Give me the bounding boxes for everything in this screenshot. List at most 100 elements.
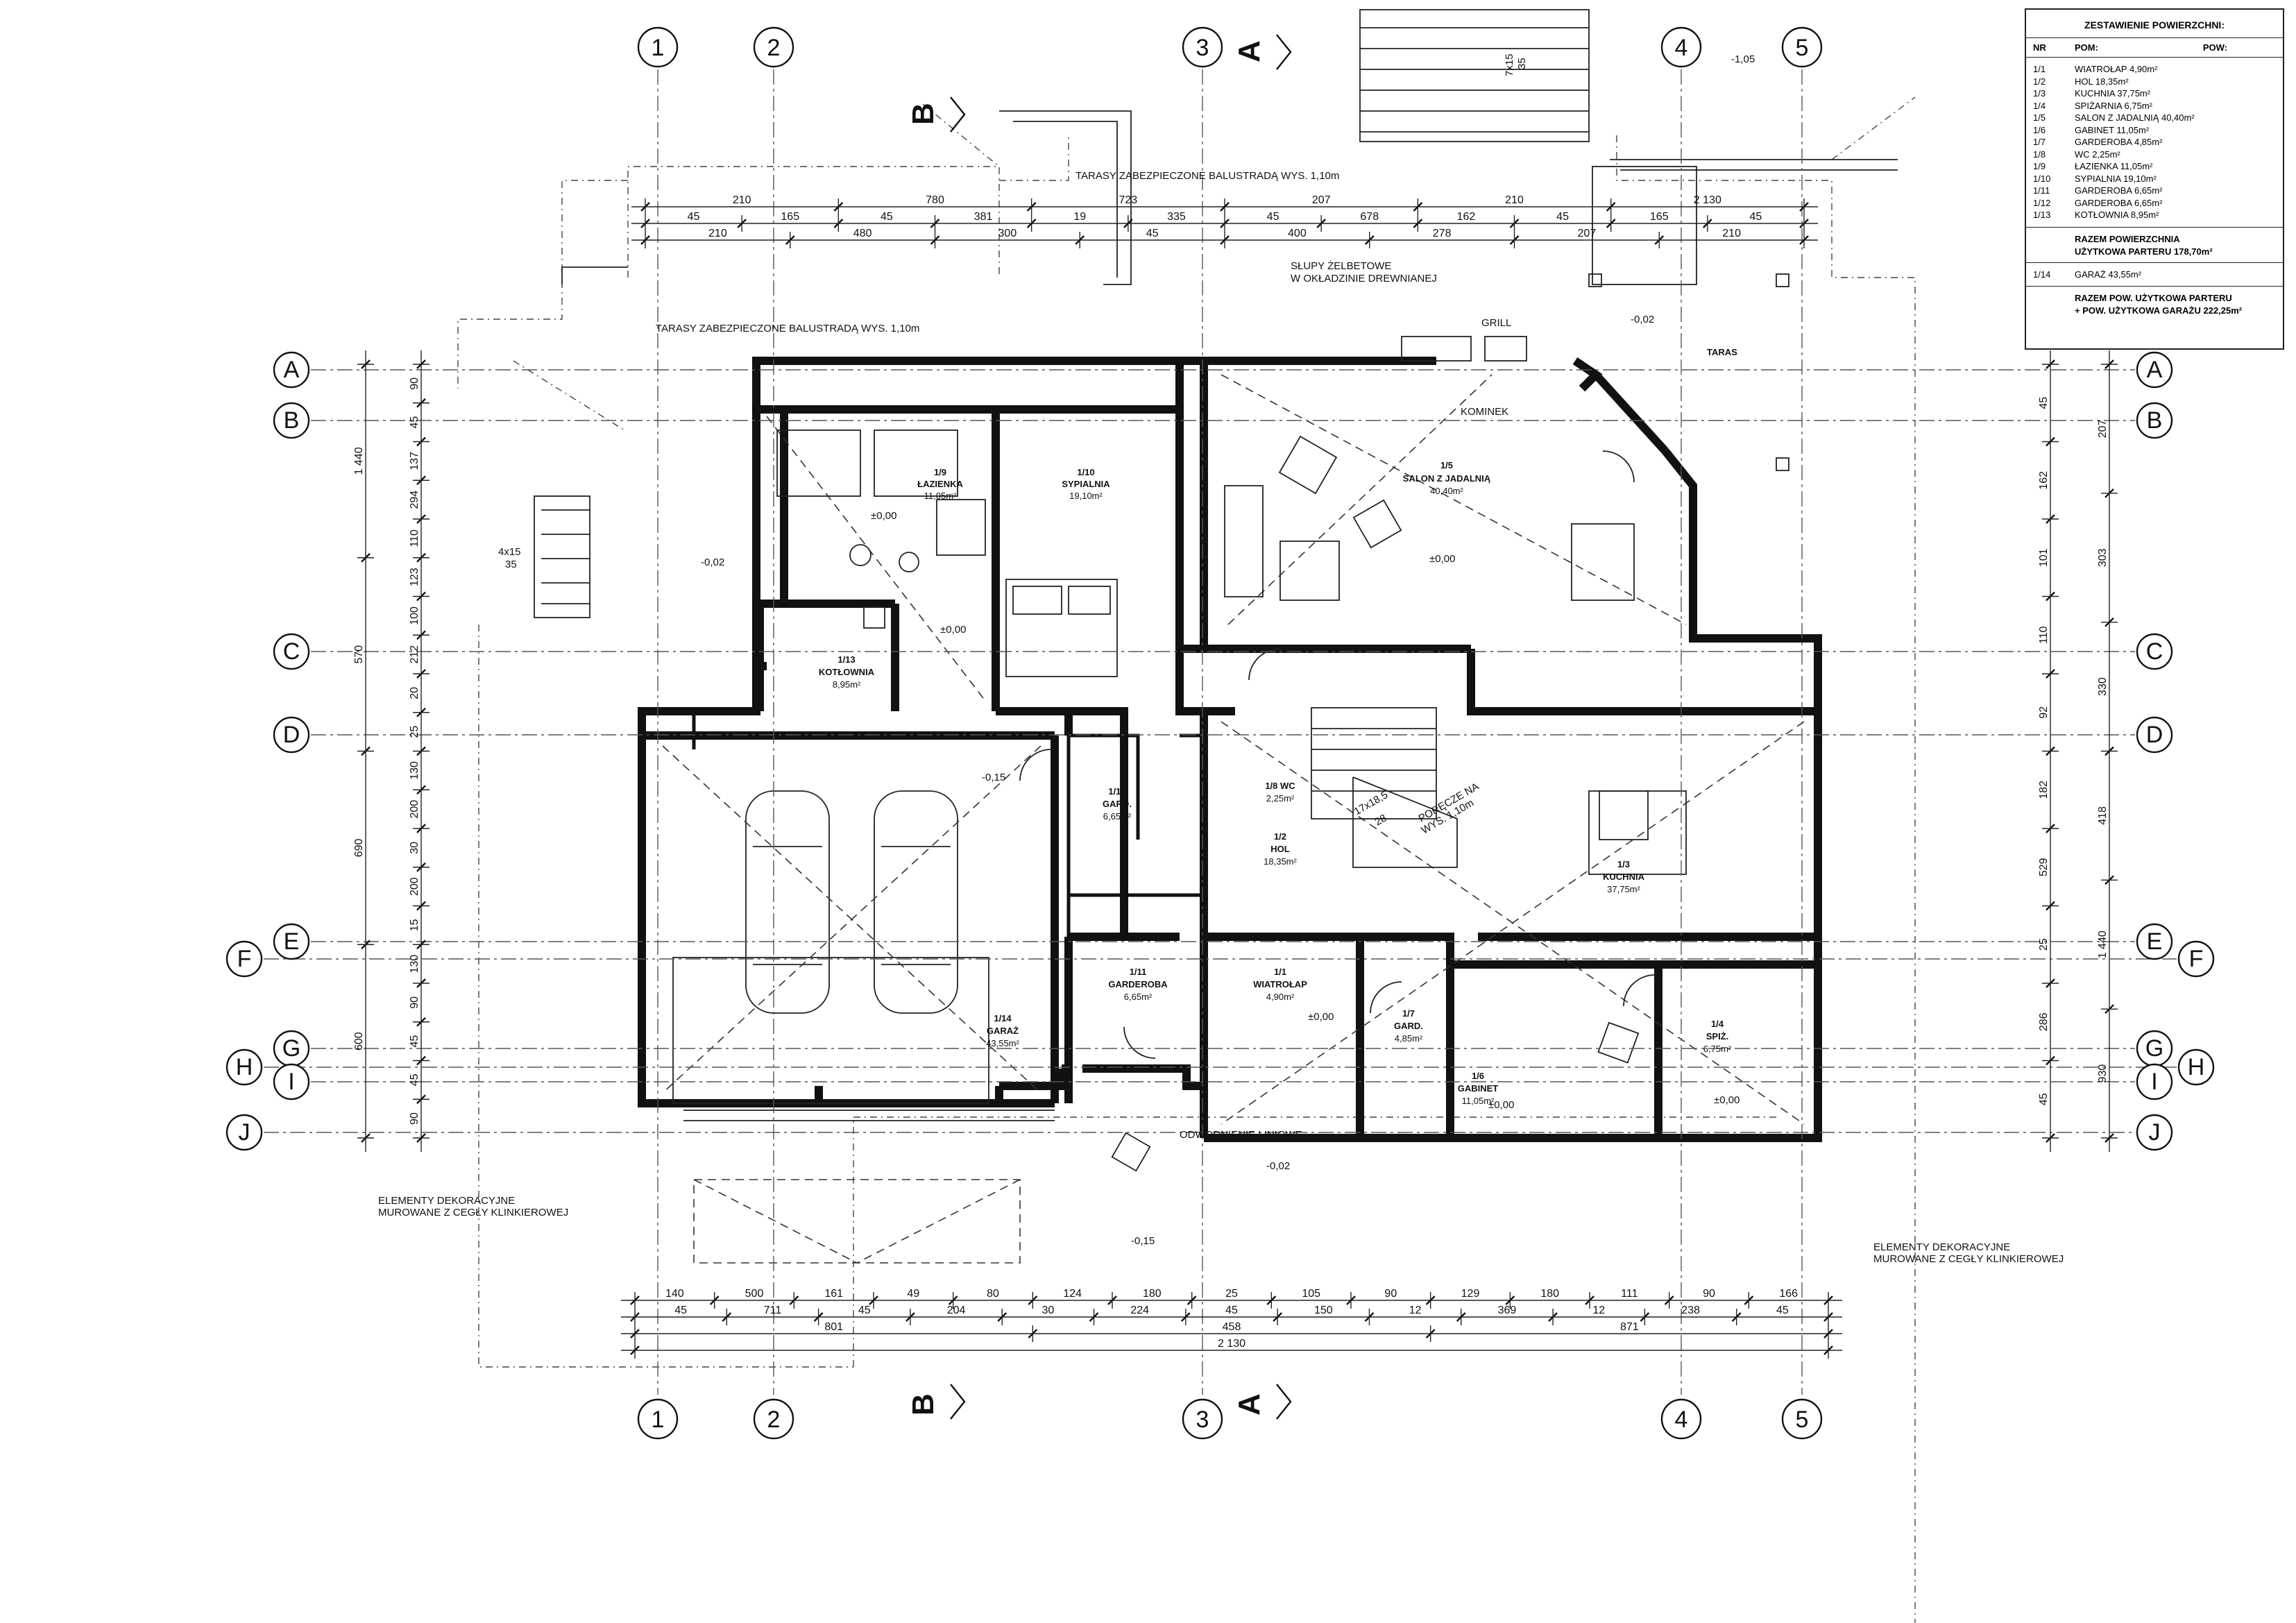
dim-right2: 207 [2097, 419, 2109, 438]
dim-top3: 278 [1433, 228, 1452, 239]
dim-top3: 400 [1288, 228, 1307, 239]
room-label-1-14: 1/14 GARAŻ 43,55m² [986, 1013, 1019, 1048]
dim-top2: 165 [1650, 211, 1669, 223]
axis-bubble-E-left: E [273, 923, 310, 960]
level-marks: -1,05 -0,02 -0,02 ±0,00 ±0,00 ±0,00 ±0,0… [701, 53, 1755, 1247]
svg-text:A: A [1232, 40, 1266, 62]
area-row-nr: 1/10 [2033, 173, 2051, 184]
axis-bubble-4: 4 [1660, 26, 1702, 68]
svg-text:35: 35 [505, 559, 517, 570]
svg-text:W OKŁADZINIE DREWNIANEJ: W OKŁADZINIE DREWNIANEJ [1291, 273, 1437, 284]
section-marker-b-top: B [906, 96, 966, 133]
svg-text:3: 3 [1196, 1407, 1209, 1433]
svg-text:1/11: 1/11 [1130, 967, 1147, 977]
dim-top2: 381 [974, 211, 993, 223]
room-label-1-9: 1/9 ŁAZIENKA 11,05m² [917, 467, 963, 501]
svg-text:4x15: 4x15 [498, 546, 521, 558]
svg-text:18,35m²: 18,35m² [1264, 856, 1297, 867]
dim-left1: 20 [409, 687, 420, 699]
dim-bottom2: 238 [1681, 1305, 1700, 1316]
axis-bubble-2: 2 [753, 1398, 794, 1440]
dim-top2: 45 [688, 211, 700, 223]
svg-text:G: G [282, 1035, 300, 1062]
dim-right1: 182 [2038, 781, 2050, 799]
area-row-text: GARDEROBA 4,85m² [2075, 137, 2163, 147]
dim-bottom2: 45 [1225, 1305, 1238, 1316]
svg-text:37,75m²: 37,75m² [1607, 884, 1640, 894]
svg-text:6,75m²: 6,75m² [1703, 1044, 1732, 1054]
svg-text:F: F [2189, 946, 2204, 972]
area-summary-table: ZESTAWIENIE POWIERZCHNI: NR POM: POW: 1/… [2025, 8, 2284, 350]
dim-left1: 123 [409, 568, 420, 586]
svg-text:TARASY ZABEZPIECZONE BALUSTRAD: TARASY ZABEZPIECZONE BALUSTRADĄ WYS. 1,1… [656, 323, 919, 334]
dim-bottom2: 224 [1130, 1305, 1149, 1316]
dim-left1: 45 [409, 1073, 420, 1086]
dim-bottom1: 90 [1703, 1288, 1715, 1300]
column-nr: NR [2033, 42, 2046, 53]
svg-text:7x15: 7x15 [1504, 53, 1515, 76]
axis-bubble-E-right: E [2136, 923, 2173, 960]
dim-left1: 45 [409, 416, 420, 429]
area-row-text: SYPIALNIA 19,10m² [2075, 173, 2157, 184]
svg-text:±0,00: ±0,00 [1714, 1094, 1740, 1106]
svg-text:GARD.: GARD. [1394, 1021, 1423, 1031]
dim-left1: 90 [409, 1112, 420, 1125]
room-label-1-13: 1/13 KOTŁOWNIA 8,95m² [819, 654, 875, 690]
svg-text:2: 2 [767, 35, 781, 61]
dim-right1: 110 [2038, 626, 2050, 644]
svg-text:±0,00: ±0,00 [1488, 1099, 1514, 1111]
dim-left1: 30 [409, 842, 420, 854]
area-row-text: SPIŻARNIA 6,75m² [2075, 100, 2152, 111]
svg-text:ELEMENTY DEKORACYJNE: ELEMENTY DEKORACYJNE [1873, 1241, 2010, 1253]
dim-bottom1: 111 [1621, 1288, 1638, 1300]
axis-bubble-I-right: I [2136, 1063, 2173, 1101]
axis-bubble-4: 4 [1660, 1398, 1702, 1440]
svg-text:17x18,5: 17x18,5 [1352, 789, 1391, 817]
svg-text:1: 1 [652, 1407, 665, 1433]
axis-bubble-2: 2 [753, 26, 794, 68]
svg-text:35: 35 [1516, 58, 1528, 69]
dim-top2: 45 [1556, 211, 1569, 223]
svg-text:SPIŻ.: SPIŻ. [1706, 1031, 1729, 1042]
svg-text:TARASY ZABEZPIECZONE BALUSTRAD: TARASY ZABEZPIECZONE BALUSTRADĄ WYS. 1,1… [1075, 170, 1339, 182]
dim-left1: 15 [409, 919, 420, 931]
dim-bottom2: 369 [1498, 1305, 1517, 1316]
svg-text:1/2: 1/2 [1274, 831, 1286, 842]
dim-top3: 207 [1578, 228, 1597, 239]
axis-bubble-I-left: I [273, 1063, 310, 1101]
dim-bottom2: 45 [1776, 1305, 1789, 1316]
dim-top3: 210 [708, 228, 727, 239]
svg-text:5: 5 [1796, 35, 1809, 61]
axis-bubble-5: 5 [1781, 1398, 1823, 1440]
door-swings [1019, 450, 1656, 1059]
dim-right2: 330 [2097, 677, 2109, 696]
dim-bottom2: 45 [858, 1305, 871, 1316]
svg-text:ODWODNIENIE LINIOWE: ODWODNIENIE LINIOWE [1180, 1129, 1302, 1141]
dim-bottom1: 105 [1302, 1288, 1320, 1300]
svg-text:KOTŁOWNIA: KOTŁOWNIA [819, 667, 875, 677]
svg-text:B: B [2147, 407, 2163, 434]
dim-top1: 2 130 [1694, 194, 1721, 206]
area-row: 1/10 SYPIALNIA 19,10m² [2026, 173, 2283, 185]
area-row-text: WC 2,25m² [2075, 148, 2120, 160]
svg-text:1/6: 1/6 [1472, 1071, 1484, 1081]
dim-left1: 25 [409, 726, 420, 738]
dim-top3: 480 [853, 228, 872, 239]
axis-bubble-C-right: C [2136, 633, 2173, 670]
area-row-nr: 1/8 [2033, 148, 2046, 160]
area-row-text: GARDEROBA 6,65m² [2075, 185, 2163, 196]
svg-text:11,05m²: 11,05m² [924, 491, 957, 501]
svg-text:6,65m²: 6,65m² [1124, 992, 1153, 1002]
svg-text:1/1: 1/1 [1274, 967, 1286, 977]
dim-bottom2: 204 [947, 1305, 966, 1316]
svg-text:1/4: 1/4 [1711, 1019, 1724, 1029]
svg-text:6,65m²: 6,65m² [1103, 811, 1132, 822]
axis-bubble-G-right: G [2136, 1030, 2173, 1067]
dim-right1: 101 [2038, 548, 2050, 567]
